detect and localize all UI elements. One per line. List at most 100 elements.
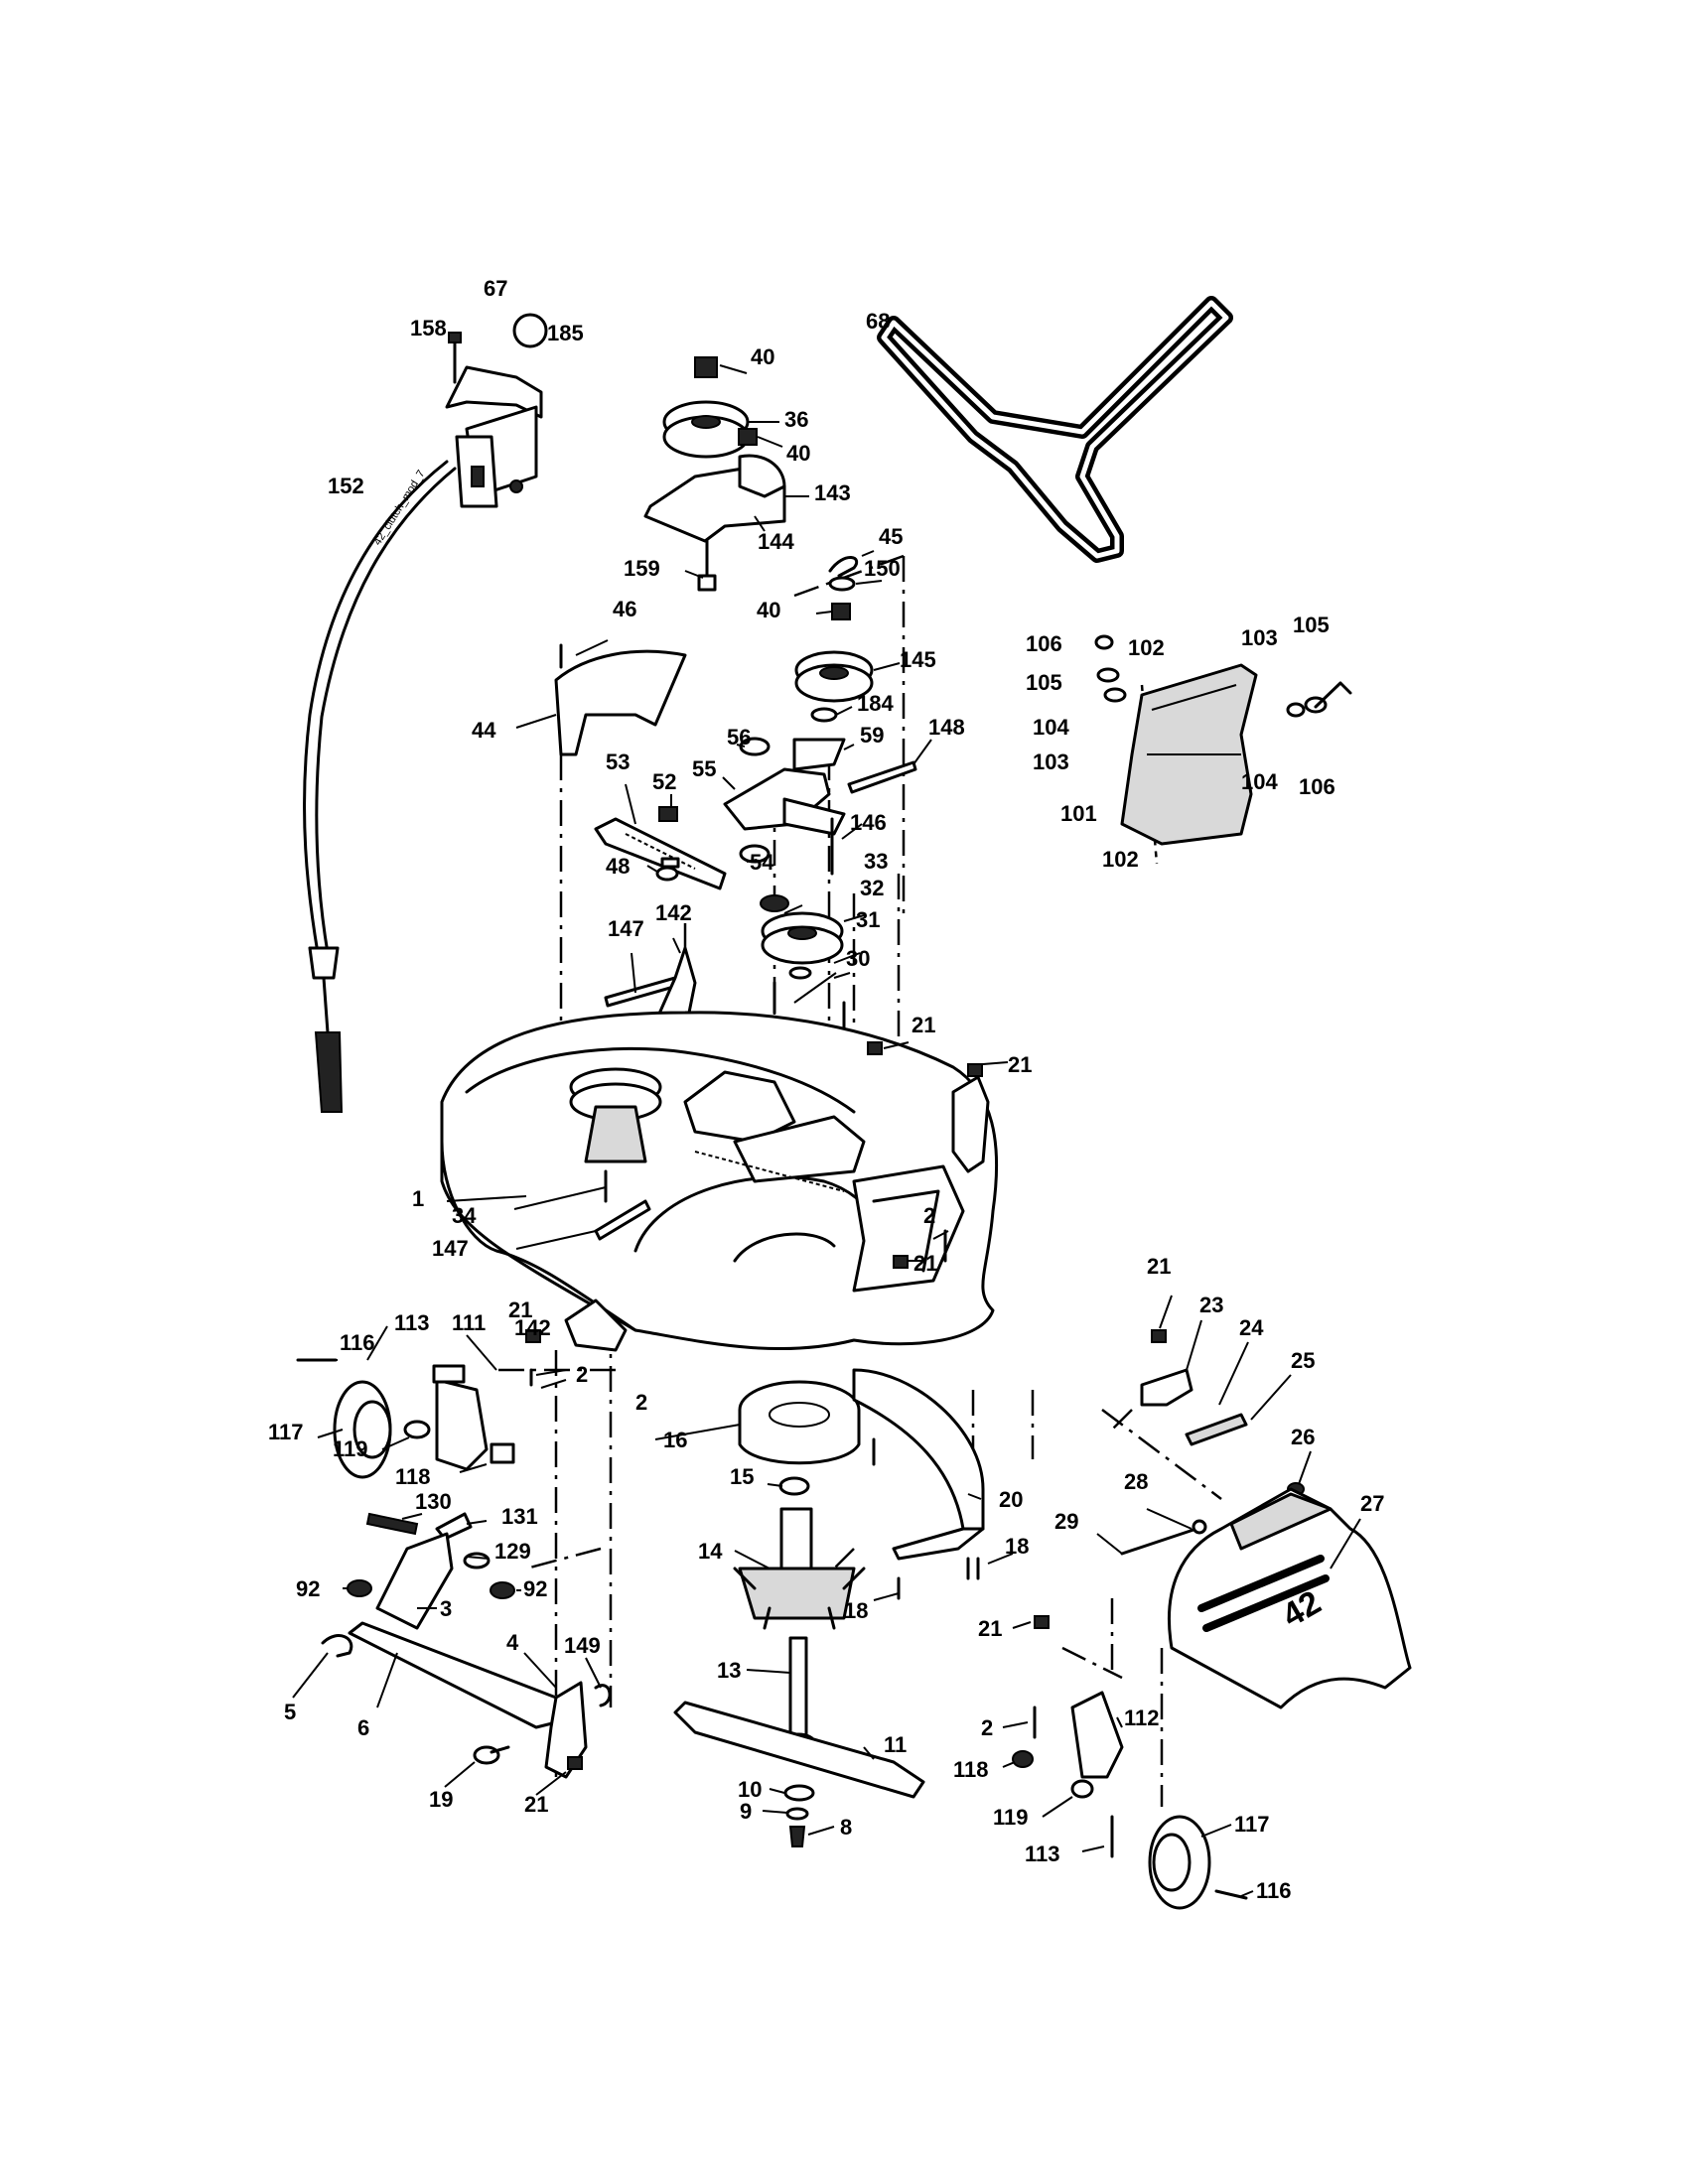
label-119-right: 119 xyxy=(993,1805,1029,1830)
idler-pulley-36 xyxy=(662,356,758,459)
label-150: 150 xyxy=(864,556,901,581)
label-29: 29 xyxy=(1054,1509,1078,1534)
label-48: 48 xyxy=(606,854,630,879)
label-147-deck: 147 xyxy=(432,1236,469,1261)
label-113-left: 113 xyxy=(394,1310,430,1335)
label-103-right: 103 xyxy=(1241,625,1278,650)
clutch-cable-152: 42_clutch_mod_7 xyxy=(303,460,457,1113)
idler-plate-55 xyxy=(723,767,846,836)
belt-guard-44 xyxy=(554,643,687,756)
label-21-bottom-right: 21 xyxy=(978,1616,1002,1641)
label-55: 55 xyxy=(692,756,716,781)
left-wheel-assembly xyxy=(296,1358,533,1479)
label-18-right: 18 xyxy=(1005,1534,1029,1559)
washer-31 xyxy=(788,966,812,980)
nut-40 xyxy=(831,603,851,620)
blade-11 xyxy=(673,1701,925,1799)
label-131: 131 xyxy=(501,1504,538,1529)
label-26: 26 xyxy=(1291,1425,1315,1449)
label-44: 44 xyxy=(472,718,496,743)
label-116-left: 116 xyxy=(340,1330,375,1355)
pulley-32 xyxy=(761,911,844,965)
label-10: 10 xyxy=(738,1777,762,1802)
label-14: 14 xyxy=(698,1539,723,1564)
label-18-left: 18 xyxy=(844,1598,868,1623)
label-101: 101 xyxy=(1060,801,1097,826)
cable-marking: 42_clutch_mod_7 xyxy=(371,469,427,548)
label-103-left: 103 xyxy=(1033,750,1069,774)
label-6: 6 xyxy=(357,1715,369,1740)
label-152: 152 xyxy=(328,474,364,498)
label-52: 52 xyxy=(652,769,676,794)
label-13: 13 xyxy=(717,1658,741,1683)
label-142-left: 142 xyxy=(514,1315,551,1340)
label-1: 1 xyxy=(412,1186,424,1211)
washer-28 xyxy=(1192,1519,1207,1535)
spindle-ring-16 xyxy=(738,1380,861,1465)
bolt-130 xyxy=(365,1512,419,1536)
label-27: 27 xyxy=(1360,1491,1384,1516)
label-106-top: 106 xyxy=(1026,631,1062,656)
washer-150 xyxy=(828,576,856,592)
label-158: 158 xyxy=(410,316,447,341)
pin-5 xyxy=(321,1634,353,1658)
spring-148 xyxy=(847,760,917,794)
label-67: 67 xyxy=(484,276,507,301)
drive-belt-68 xyxy=(877,296,1233,563)
label-16: 16 xyxy=(663,1428,687,1452)
spindle-housing-14 xyxy=(733,1507,866,1630)
clutch-lever-bracket-185 xyxy=(445,365,543,508)
label-23: 23 xyxy=(1199,1293,1223,1317)
bolt-159 xyxy=(697,539,717,592)
label-105-left: 105 xyxy=(1026,670,1062,695)
label-28: 28 xyxy=(1124,1469,1148,1494)
bolt-8 xyxy=(788,1826,806,1847)
bolt-52 xyxy=(658,806,678,822)
label-147-top: 147 xyxy=(608,916,644,941)
washer-54 xyxy=(739,844,771,864)
label-185: 185 xyxy=(547,321,584,345)
leader-lines xyxy=(292,364,1361,1897)
label-116-right: 116 xyxy=(1256,1878,1292,1903)
nut-21-c xyxy=(525,1329,541,1343)
hanger-20b xyxy=(892,1527,985,1561)
bracket-4 xyxy=(544,1681,588,1779)
pin-45 xyxy=(828,556,858,578)
bracket-59 xyxy=(792,738,846,771)
pin-149 xyxy=(594,1684,612,1707)
label-40-mid: 40 xyxy=(786,441,810,466)
spring-147-deck xyxy=(594,1199,651,1241)
label-56: 56 xyxy=(727,725,751,750)
label-9: 9 xyxy=(740,1799,752,1824)
label-112: 112 xyxy=(1124,1706,1160,1730)
label-145: 145 xyxy=(900,647,936,672)
label-142-top: 142 xyxy=(655,900,692,925)
bracket-23 xyxy=(1140,1368,1193,1407)
nut-92-left xyxy=(347,1579,372,1597)
label-32: 32 xyxy=(860,876,884,900)
label-21-b: 21 xyxy=(1008,1052,1032,1077)
label-104-left: 104 xyxy=(1033,715,1069,740)
label-33: 33 xyxy=(864,849,888,874)
label-21-bottom-left: 21 xyxy=(524,1792,548,1817)
label-118-right: 118 xyxy=(953,1757,989,1782)
label-119-left: 119 xyxy=(333,1436,368,1461)
label-2-deck: 2 xyxy=(923,1203,935,1228)
label-148: 148 xyxy=(928,715,965,740)
nut-33 xyxy=(760,894,789,912)
nut-21-right xyxy=(1151,1329,1167,1343)
nut-21-deck xyxy=(893,1255,909,1269)
label-3: 3 xyxy=(440,1596,452,1621)
washer-129 xyxy=(463,1552,491,1570)
label-113-right: 113 xyxy=(1025,1842,1060,1866)
label-92-right: 92 xyxy=(523,1576,547,1601)
label-117-left: 117 xyxy=(268,1420,304,1444)
idler-arm-53 xyxy=(594,817,727,890)
label-8: 8 xyxy=(840,1815,852,1840)
label-144: 144 xyxy=(758,529,794,554)
discharge-chute-27: 42 xyxy=(1167,1487,1412,1709)
label-106-right: 106 xyxy=(1299,774,1335,799)
knob-67 xyxy=(512,313,548,348)
label-31: 31 xyxy=(856,907,880,932)
link-6 xyxy=(348,1621,558,1729)
